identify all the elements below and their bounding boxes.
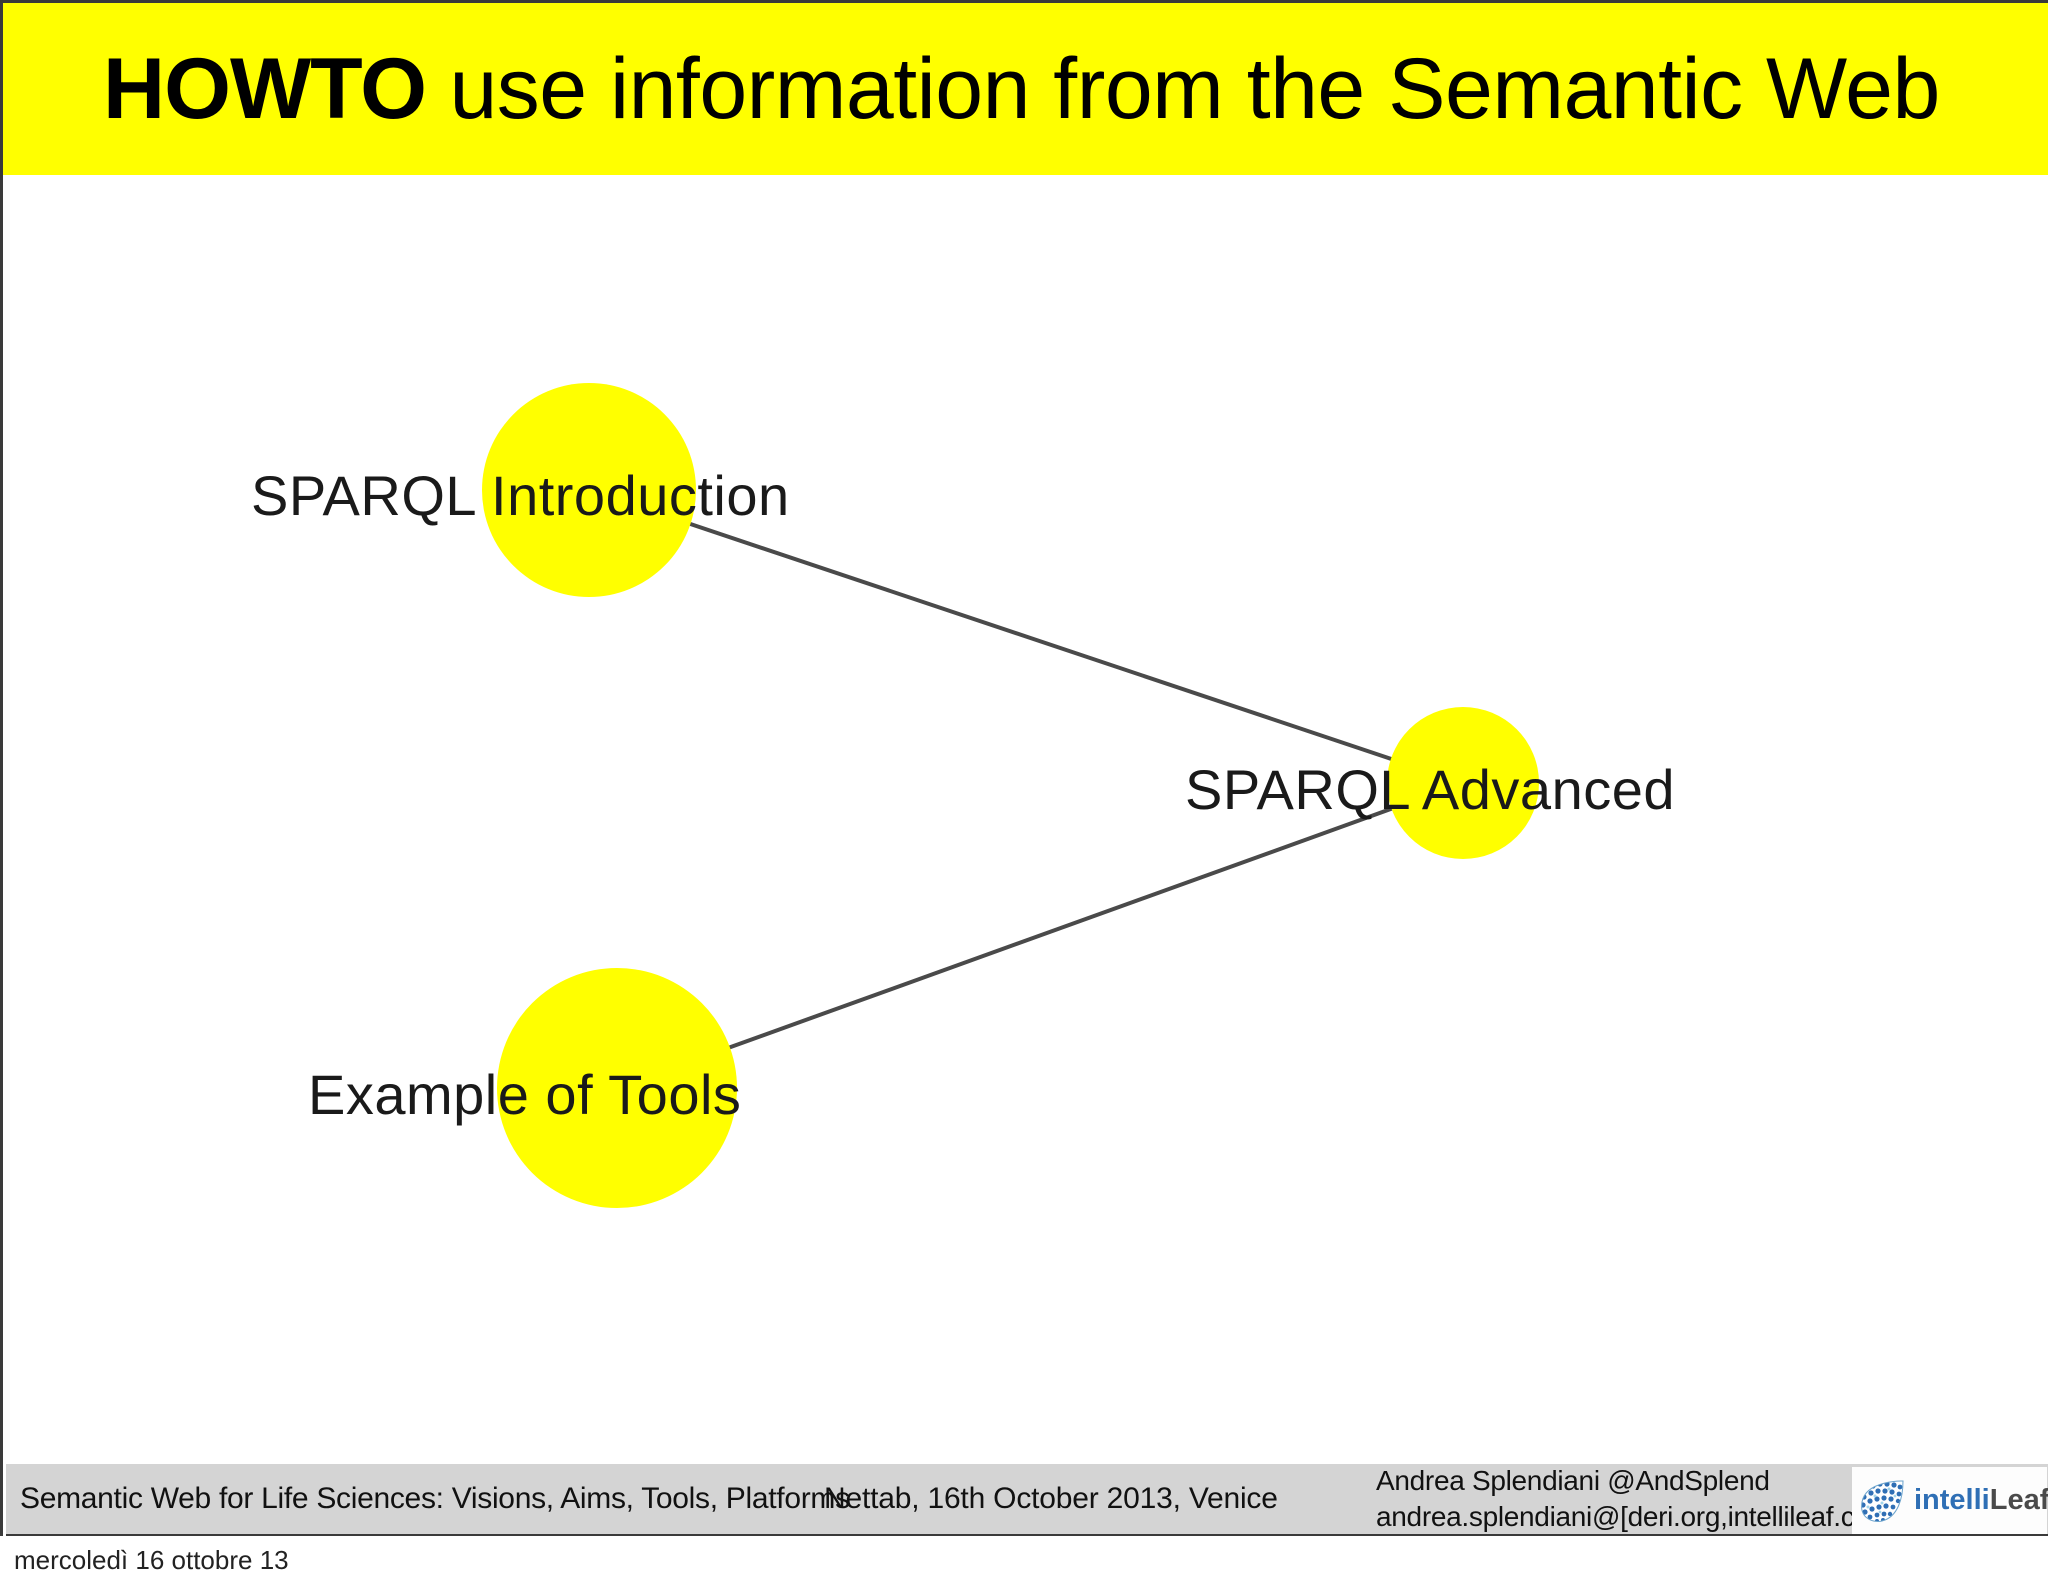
footer-bar: Semantic Web for Life Sciences: Visions,…: [6, 1464, 2048, 1536]
intellileaf-wordmark: intelliLeaf: [1914, 1484, 2048, 1517]
footer-author-name: Andrea Splendiani @AndSplend: [1376, 1465, 1770, 1497]
page-title-prefix: HOWTO: [103, 41, 427, 137]
graph-node-example-of-tools[interactable]: [497, 968, 737, 1208]
logo-word-leaf: Leaf: [1989, 1484, 2048, 1516]
graph-diagram: SPARQL Introduction SPARQL Advanced Exam…: [3, 175, 2048, 1464]
page-title-rest: use information from the Semantic Web: [426, 41, 1940, 137]
edge-intro-to-advanced: [671, 515, 1405, 766]
footer-author-email: andrea.splendiani@[deri.org,intellileaf.…: [1376, 1501, 1901, 1532]
page-title: HOWTO use information from the Semantic …: [103, 46, 1940, 132]
title-banner: HOWTO use information from the Semantic …: [3, 3, 2048, 175]
edge-tools-to-advanced: [708, 802, 1406, 1057]
leaf-icon: [1861, 1479, 1904, 1522]
footer-conference-title: Semantic Web for Life Sciences: Visions,…: [20, 1482, 850, 1515]
graph-node-sparql-introduction[interactable]: [482, 383, 696, 597]
logo-word-intelli: intelli: [1914, 1484, 1990, 1516]
date-stamp: mercoledì 16 ottobre 13: [14, 1545, 289, 1575]
footer-author-block: Andrea Splendiani @AndSplend andrea.sple…: [1376, 1463, 1900, 1535]
intellileaf-logo: intelliLeaf: [1852, 1467, 2048, 1534]
graph-edges-layer: [482, 383, 1539, 1208]
graph-node-sparql-advanced[interactable]: [1387, 707, 1539, 859]
footer-event-date-location: Nettab, 16th October 2013, Venice: [824, 1482, 1278, 1515]
slide-canvas: HOWTO use information from the Semantic …: [0, 0, 2048, 1536]
